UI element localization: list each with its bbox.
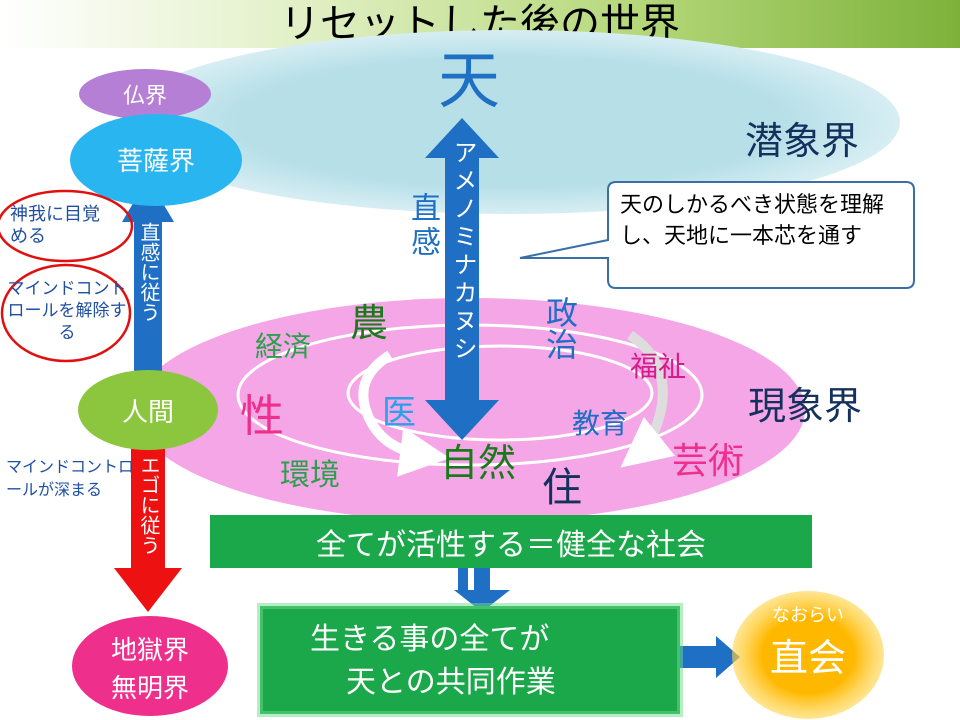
mumyoukai-label: 無明界: [110, 673, 189, 704]
heaven-label: 天: [438, 44, 501, 117]
bosatsukai-ellipse: [70, 114, 242, 206]
intuition-arrow: [122, 178, 174, 390]
welfare-label: 福祉: [630, 350, 687, 383]
healthy-society-box: [210, 515, 812, 568]
amenominakanushi-arrow: [425, 118, 499, 440]
jigokukai-label: 地獄界: [110, 635, 189, 666]
butsukai-ellipse: [79, 69, 211, 119]
rotation-arrow-left: [358, 350, 450, 477]
shinga-oval: [0, 189, 134, 263]
ningen-label: 人間: [121, 397, 174, 428]
mind-release-note: マインドコントロールを解除する: [7, 279, 127, 343]
co-creation-line1: 生きる事の全てが: [310, 622, 550, 657]
callout-bubble: [519, 181, 915, 289]
co-creation-box: [260, 606, 680, 714]
nature-label: 自然: [440, 441, 517, 485]
follow-ego-label: エゴに従う: [137, 455, 161, 555]
amenominakanushi-label: アメノミナカヌシ: [449, 140, 477, 364]
callout-text: 天のしかるべき状態を理解し、天地に一本芯を通す: [620, 193, 885, 249]
bosatsukai-label: 菩薩界: [116, 146, 195, 177]
mind-deep-note: マインドコントロールが深まる: [6, 457, 135, 499]
naorai-label: 直会: [769, 635, 846, 680]
naorai-ruby: なおらい: [772, 605, 844, 626]
mind-release-oval: [0, 263, 132, 363]
art-label: 芸術: [672, 441, 745, 482]
agriculture-label: 農: [350, 301, 389, 345]
medicine-label: 医: [382, 393, 416, 433]
co-creation-line2: 天との共同作業: [346, 665, 556, 700]
healthy-society-text: 全てが活性する＝健全な社会: [316, 527, 706, 563]
inner-orbit: [346, 344, 654, 442]
awaken-note: 神我に目覚める: [10, 204, 100, 247]
genshoukai-label: 現象界: [748, 384, 863, 428]
right-arrow: [676, 636, 740, 678]
environment-label: 環境: [280, 458, 340, 493]
ningen-ellipse: [78, 370, 218, 450]
butsukai-label: 仏界: [122, 84, 167, 109]
housing-label: 住: [542, 465, 582, 511]
sex-label: 性: [240, 391, 284, 442]
chokkan-label: 直感: [405, 192, 440, 260]
naorai-circle: [732, 591, 884, 719]
senshoukai-label: 潜象界: [745, 119, 860, 163]
rotation-arrow-right: [620, 330, 676, 468]
down-arrow: [454, 560, 510, 612]
ego-arrow: [114, 430, 182, 612]
politics-label: 政治: [541, 296, 579, 360]
senshoukai-ellipse: [120, 30, 900, 214]
follow-intuition-label: 直感に従う: [137, 222, 161, 322]
jigokukai-ellipse: [72, 616, 228, 716]
economy-label: 経済: [255, 330, 312, 363]
education-label: 教育: [572, 407, 629, 440]
